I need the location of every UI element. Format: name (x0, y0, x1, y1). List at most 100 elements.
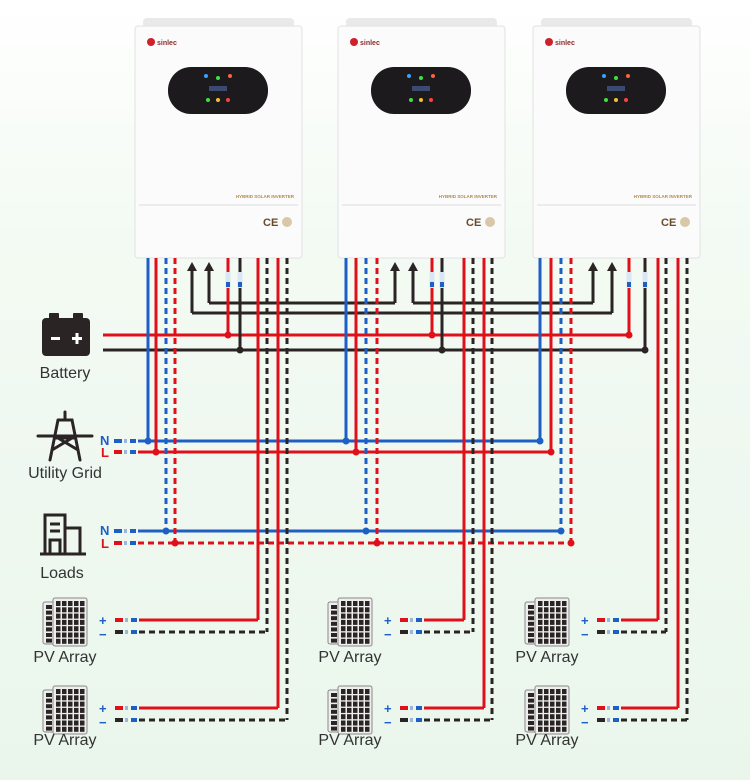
solar-cell (68, 638, 73, 644)
solar-cell (62, 689, 67, 694)
solar-cell (528, 621, 534, 626)
connector-icon (400, 718, 408, 722)
solar-cell (62, 695, 67, 701)
solar-cell (74, 695, 79, 701)
solar-cell (68, 720, 73, 726)
solar-cell (46, 715, 52, 720)
pv-array-label: PV Array (318, 732, 381, 749)
model-label: HYBRID SOLAR INVERTER (439, 194, 498, 199)
solar-cell (80, 720, 85, 726)
pv-negative-label: − (384, 715, 392, 730)
pv-arrays: PV Array+−PV Array+−PV Array+−PV Array+−… (33, 597, 687, 749)
solar-cell (365, 613, 370, 619)
solar-cell (359, 632, 364, 638)
solar-cell (46, 633, 52, 637)
connector-icon (124, 529, 127, 533)
status-led-icon (604, 98, 608, 102)
solar-cell (538, 689, 543, 694)
solar-cell (353, 707, 358, 713)
solar-cell (365, 607, 370, 613)
status-led-icon (226, 98, 230, 102)
status-led-icon (409, 98, 413, 102)
solar-cell (46, 698, 52, 703)
brand-logo: sinlec (555, 40, 575, 47)
solar-cell (562, 720, 567, 726)
solar-cell (538, 720, 543, 726)
pv-array: PV Array+− (33, 597, 267, 666)
solar-cell (74, 701, 79, 707)
solar-cell (341, 689, 346, 694)
solar-cell (359, 714, 364, 720)
solar-cell (56, 607, 61, 613)
pv-positive-label: + (581, 613, 589, 628)
junction-dot (641, 346, 649, 354)
solar-cell (538, 714, 543, 720)
connector-icon (597, 618, 605, 622)
connector-icon (416, 630, 422, 634)
status-led-icon (429, 98, 433, 102)
pv-positive-label: + (581, 701, 589, 716)
connector-icon (124, 439, 127, 443)
solar-cell (544, 601, 549, 606)
connector-icon (125, 718, 128, 722)
connector-icon (607, 630, 610, 634)
solar-cell (359, 626, 364, 632)
junction-dot (152, 448, 160, 456)
solar-cell (538, 626, 543, 632)
solar-cell (562, 638, 567, 644)
solar-cell (353, 689, 358, 694)
solar-cell (68, 607, 73, 613)
utility-grid-label: Utility Grid (28, 465, 102, 482)
junction-dot (236, 346, 244, 354)
junction-dot (625, 331, 633, 339)
solar-cell (556, 613, 561, 619)
pv-array: PV Array+− (515, 597, 666, 666)
solar-cell (528, 698, 534, 703)
status-led-icon (407, 74, 411, 78)
status-led-icon (216, 98, 220, 102)
solar-cell (538, 607, 543, 613)
connector-icon (607, 618, 610, 622)
certification-seal-icon (282, 217, 292, 227)
junction-dot (557, 527, 565, 535)
solar-cell (359, 707, 364, 713)
solar-cell (331, 726, 337, 731)
certification-seal-icon (485, 217, 495, 227)
solar-cell (562, 726, 567, 732)
connector-icon (226, 282, 230, 287)
connector-icon (130, 541, 136, 545)
solar-cell (68, 613, 73, 619)
solar-cell (359, 619, 364, 625)
solar-cell (62, 626, 67, 632)
status-led-icon (206, 98, 210, 102)
solar-cell (359, 720, 364, 726)
pv-array-label: PV Array (33, 732, 96, 749)
solar-cell (74, 638, 79, 644)
solar-cell (550, 607, 555, 613)
connector-icon (410, 618, 413, 622)
connector-icon (238, 282, 242, 287)
solar-cell (550, 720, 555, 726)
solar-cell (550, 601, 555, 606)
solar-cell (365, 601, 370, 606)
solar-cell (68, 707, 73, 713)
solar-cell (359, 689, 364, 694)
arrow-up-icon (607, 262, 617, 271)
pv-negative-label: − (581, 715, 589, 730)
solar-cell (550, 707, 555, 713)
solar-cell (62, 638, 67, 644)
solar-cell (62, 707, 67, 713)
solar-cell (562, 613, 567, 619)
solar-cell (347, 701, 352, 707)
connector-icon (440, 282, 444, 287)
solar-cell (74, 720, 79, 726)
solar-cell (353, 613, 358, 619)
connector-icon (237, 272, 243, 288)
solar-cell (528, 693, 534, 697)
solar-cell (538, 601, 543, 606)
pv-positive-label: + (99, 613, 107, 628)
solar-cell (353, 626, 358, 632)
